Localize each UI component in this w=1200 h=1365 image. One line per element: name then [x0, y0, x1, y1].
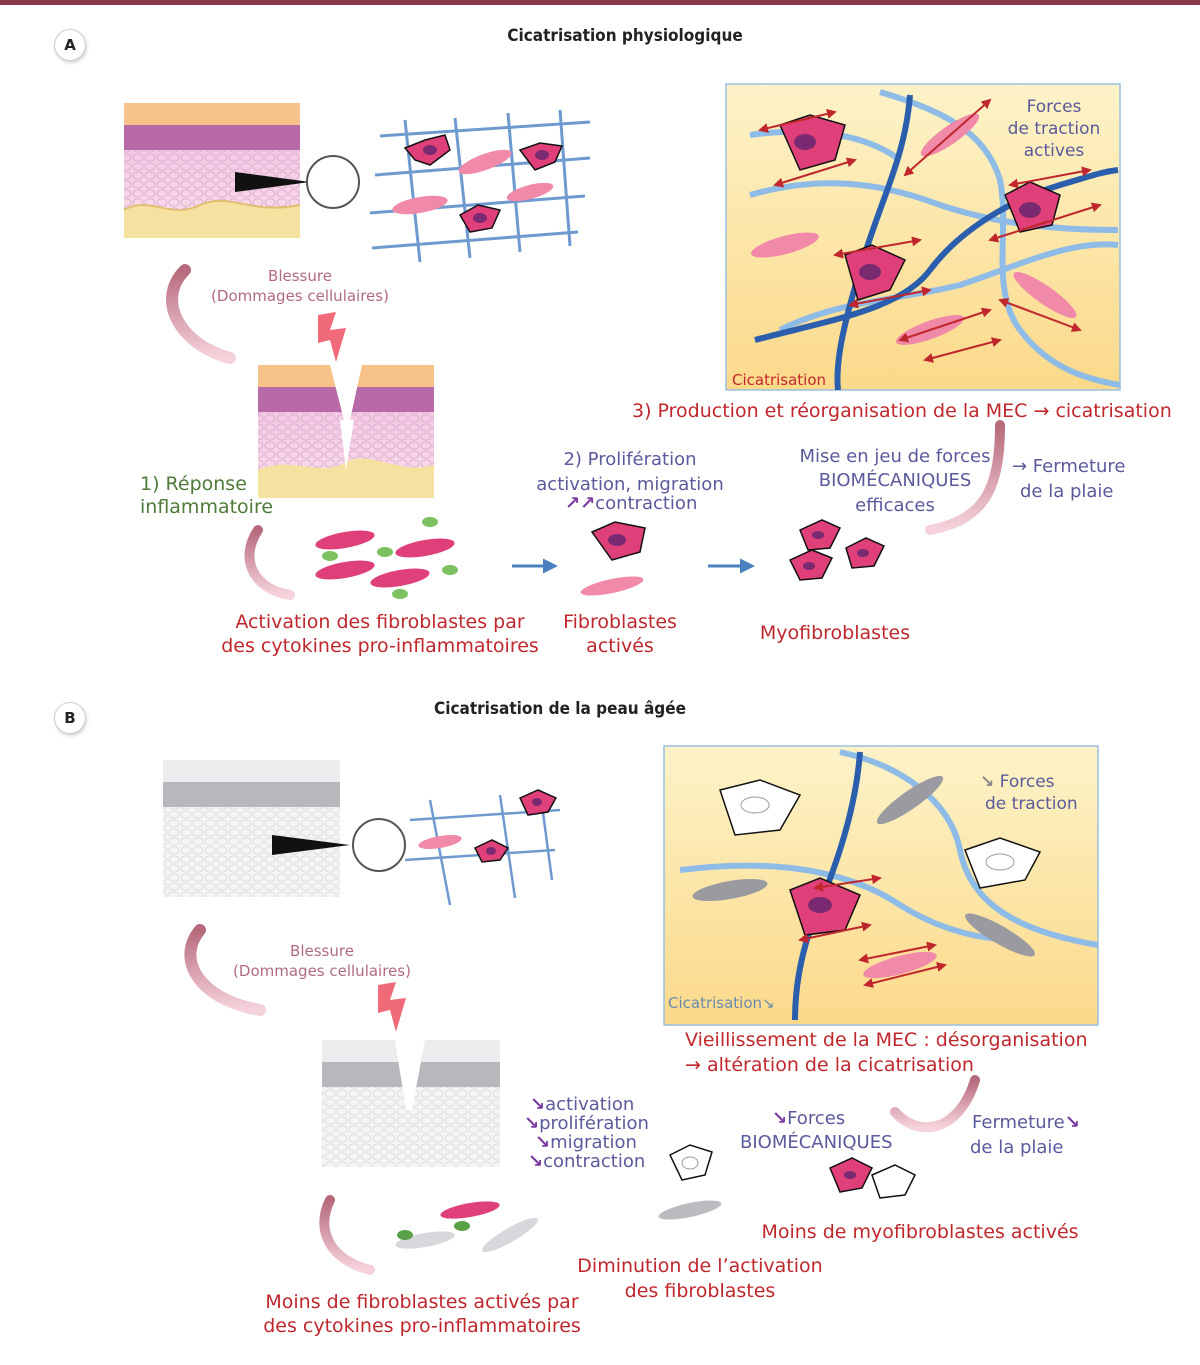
curved-arrow-a3	[925, 420, 1005, 535]
matrix-grid-a	[369, 109, 591, 263]
decrease-migration: ↘migration	[535, 1132, 637, 1153]
step3-label: 3) Production et réorganisation de la ME…	[632, 400, 1172, 422]
lightning-icon	[318, 312, 346, 362]
fewer-fibro-line2: des cytokines pro-inflammatoires	[263, 1315, 581, 1337]
step1-line2: inflammatoire	[140, 496, 274, 518]
myofibroblasts-a	[788, 519, 886, 581]
activation-line1: Activation des fibroblastes par	[235, 611, 525, 633]
fibroblast-cells-b	[418, 789, 558, 863]
curved-arrow-a2	[244, 525, 295, 600]
traction-a-line2: de traction	[1007, 119, 1101, 139]
forces-a-line1: Mise en jeu de forces	[799, 446, 991, 467]
injury-label-a: Blessure	[268, 267, 332, 285]
step2-line3: ↗↗contraction	[565, 493, 698, 514]
injury-sub-a: (Dommages cellulaires)	[211, 287, 389, 305]
aging-line2: → altération de la cicatrisation	[685, 1054, 974, 1076]
panel-b-title: Cicatrisation de la peau âgée	[433, 699, 687, 719]
aging-line1: Vieillissement de la MEC : désorganisati…	[685, 1029, 1088, 1051]
traction-b-line1: ↘ Forces	[980, 772, 1055, 792]
lightning-icon-b	[378, 982, 406, 1032]
top-accent-bar	[0, 0, 1200, 5]
activated-line1: Fibroblastes	[563, 611, 677, 633]
fewer-activation-cluster-b	[395, 1201, 538, 1253]
dim-activation-line2: des fibroblastes	[624, 1280, 776, 1302]
injury-sub-b: (Dommages cellulaires)	[233, 962, 411, 980]
step2-line2: activation, migration	[536, 474, 724, 495]
decrease-activation: ↘activation	[530, 1094, 635, 1115]
decrease-contraction: ↘contraction	[528, 1151, 646, 1172]
decrease-proliferation: ↘prolifération	[524, 1113, 649, 1134]
activated-line2: activés	[586, 635, 654, 657]
forces-b-line1: ↘Forces	[772, 1108, 846, 1129]
box-a-label: Cicatrisation	[732, 371, 827, 389]
panel-b-badge: B	[55, 703, 85, 733]
box-b-label: Cicatrisation↘	[668, 994, 775, 1012]
activation-line2: des cytokines pro-inflammatoires	[221, 635, 539, 657]
step2-line1: 2) Prolifération	[563, 449, 697, 470]
closure-b-line2: de la plaie	[970, 1137, 1064, 1158]
fewer-myo-label: Moins de myofibroblastes activés	[761, 1221, 1079, 1243]
myofibroblasts-label: Myofibroblastes	[759, 622, 911, 644]
closure-b-line1: Fermeture↘	[972, 1112, 1080, 1133]
healing-box-a	[725, 83, 1121, 391]
curved-arrow-b2	[319, 1195, 375, 1275]
reduced-fibroblasts-b	[658, 1144, 722, 1220]
fewer-myofibroblasts-b	[829, 1157, 917, 1199]
skin-block-a	[123, 103, 310, 238]
step1-line1: 1) Réponse	[140, 473, 247, 495]
forces-a-line2: BIOMÉCANIQUES	[818, 470, 972, 491]
fibroblast-cells-a	[392, 134, 564, 233]
dim-activation-line1: Diminution de l’activation	[577, 1255, 823, 1277]
magnifier-lens-b	[352, 818, 406, 872]
panel-a-title: Cicatrisation physiologique	[507, 26, 743, 46]
wounded-skin-b	[322, 1040, 500, 1167]
forces-b-line2: BIOMÉCANIQUES	[740, 1132, 893, 1153]
fewer-fibro-line1: Moins de fibroblastes activés par	[265, 1291, 579, 1313]
curved-arrow-a1	[166, 264, 236, 364]
healing-box-b	[663, 745, 1099, 1026]
traction-a-line1: Forces	[1026, 97, 1082, 117]
magnifier-lens	[306, 155, 360, 209]
closure-a-line2: de la plaie	[1020, 481, 1114, 502]
skin-block-b	[163, 760, 350, 897]
curved-arrow-b1	[184, 924, 266, 1016]
traction-b-line2: de traction	[985, 794, 1078, 814]
wounded-skin-a	[258, 365, 434, 498]
curved-arrow-b3	[890, 1075, 980, 1133]
panel-a-badge: A	[55, 30, 85, 60]
closure-a-line1: → Fermeture	[1012, 456, 1126, 477]
activation-cluster-a	[315, 517, 458, 599]
traction-a-line3: actives	[1023, 141, 1085, 161]
injury-label-b: Blessure	[290, 942, 354, 960]
activated-fibroblasts-a	[580, 521, 646, 596]
forces-a-line3: efficaces	[855, 495, 935, 516]
